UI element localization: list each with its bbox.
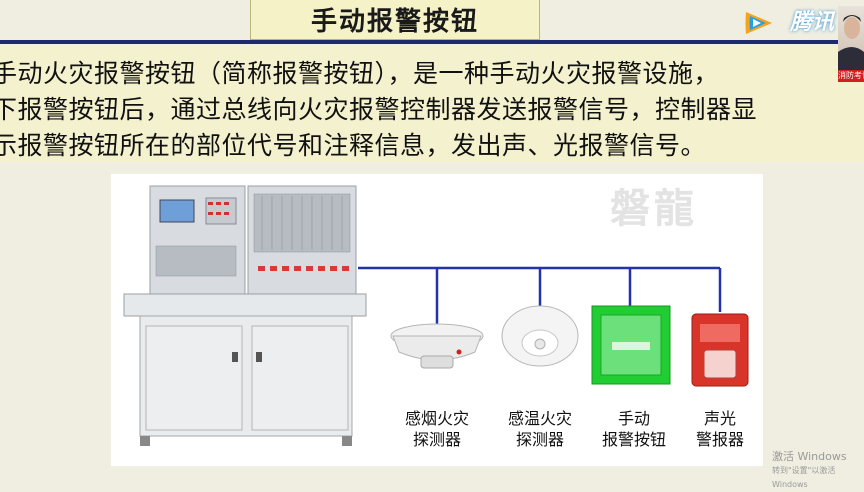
tencent-video-logo-icon	[745, 12, 772, 34]
heat-detector-icon	[501, 305, 579, 367]
heat-detector-label: 感温火灾探测器	[507, 409, 572, 449]
brand-name: 腾讯	[790, 10, 835, 35]
windows-activation-notice: 激活 Windows 转到"设置"以激活 Windows	[772, 450, 847, 489]
title-underline	[0, 40, 864, 44]
paragraph-line-2: 下报警按钮后，通过总线向火灾报警控制器发送报警信号，控制器显	[0, 95, 758, 124]
presenter-figure	[838, 15, 864, 70]
fire-alarm-controller-cabinet	[123, 185, 367, 446]
smoke-detector-label: 感烟火灾探测器	[404, 409, 469, 449]
presenter-video: 消防考证	[838, 6, 864, 82]
description-paragraph: 手动火灾报警按钮（简称报警按钮），是一种手动火灾报警设施， 下报警按钮后，通过总…	[0, 46, 864, 162]
watermark: 磐龍	[610, 185, 698, 232]
bus-lines	[358, 266, 722, 326]
manual-alarm-button-icon	[591, 305, 671, 385]
slide-title-box: 手动报警按钮	[250, 0, 540, 40]
paragraph-line-1: 手动火灾报警按钮（简称报警按钮），是一种手动火灾报警设施，	[0, 59, 720, 88]
paragraph-line-3: 示报警按钮所在的部位代号和注释信息，发出声、光报警信号。	[0, 131, 707, 160]
presenter-tag: 消防考证	[838, 70, 864, 82]
manual-button-label: 手动报警按钮	[601, 409, 666, 449]
slide-title: 手动报警按钮	[310, 7, 479, 37]
sound-light-alarm-label: 声光警报器	[695, 409, 744, 449]
smoke-detector-icon	[390, 323, 484, 369]
sound-light-alarm-icon	[691, 313, 749, 387]
